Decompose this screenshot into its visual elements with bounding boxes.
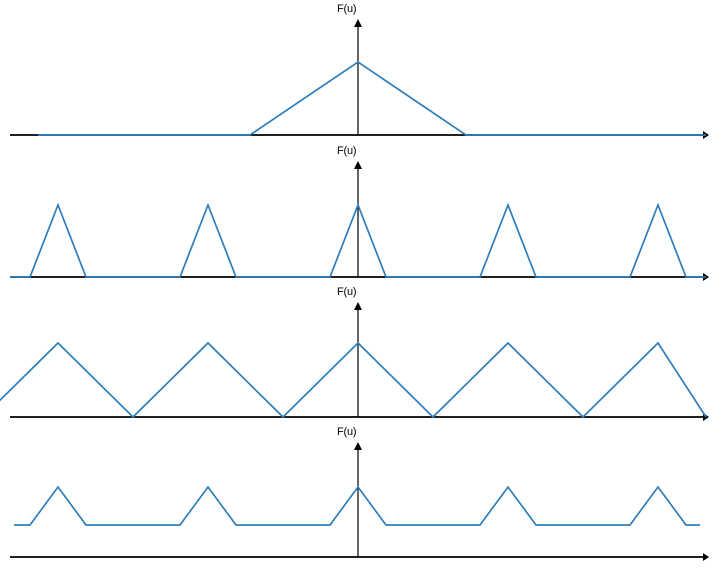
plot-svg-panel-2 — [10, 161, 709, 281]
y-axis-arrow-icon — [354, 19, 362, 27]
y-axis-label-panel-4: F(u) — [337, 426, 357, 438]
spectrum-curve-aliased-overlapping — [14, 485, 700, 526]
y-axis-label-panel-2: F(u) — [337, 145, 357, 157]
spectrum-curve-replicated-separated — [10, 202, 706, 278]
plot-panel-3: F(u) — [0, 285, 712, 425]
plot-panel-2: F(u) — [0, 142, 712, 285]
plot-svg-panel-3 — [0, 302, 709, 421]
spectrum-curve-single — [38, 60, 706, 136]
plot-panel-1: F(u) — [0, 0, 712, 142]
y-axis-arrow-icon — [354, 302, 362, 310]
plot-svg-panel-4 — [10, 442, 709, 561]
x-axis-arrow-icon — [703, 553, 709, 561]
y-axis-arrow-icon — [354, 161, 362, 169]
spectrum-curve-replicated-touching — [0, 341, 707, 419]
y-axis-label-panel-3: F(u) — [337, 286, 357, 298]
y-axis-arrow-icon — [354, 442, 362, 450]
plot-svg-panel-1 — [10, 19, 709, 139]
y-axis-label-panel-1: F(u) — [337, 3, 357, 15]
plot-panel-4: F(u) — [0, 425, 712, 569]
